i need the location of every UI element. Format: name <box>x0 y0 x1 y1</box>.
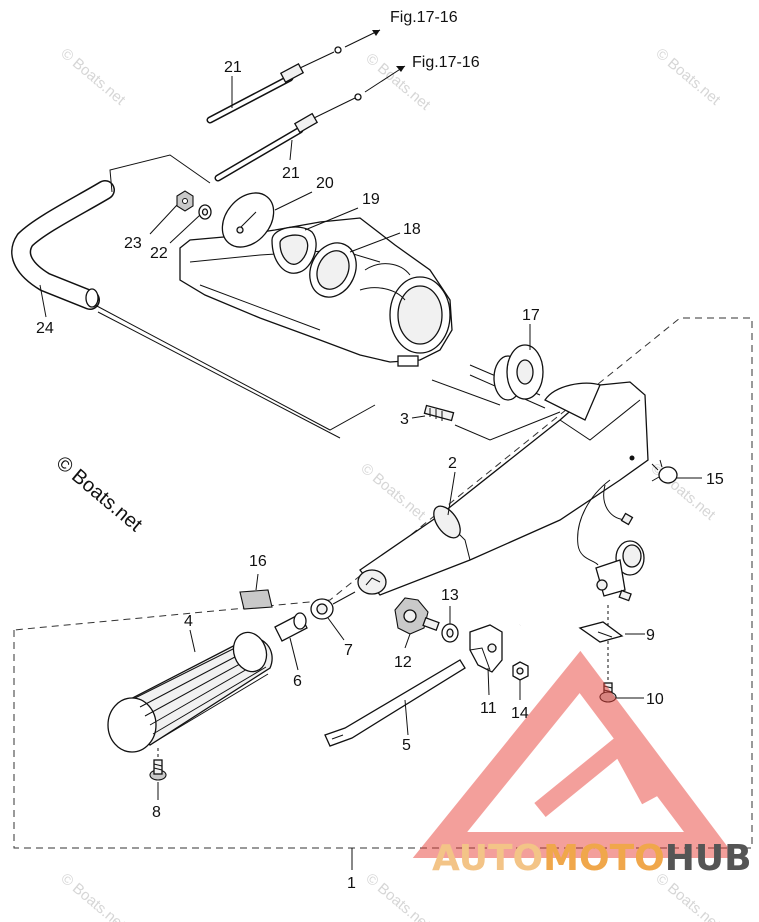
part-label-24: 24 <box>36 320 54 337</box>
part-label-17: 17 <box>522 307 540 324</box>
part-label-20: 20 <box>316 175 334 192</box>
rod-5 <box>324 659 466 747</box>
plate-20 <box>221 192 275 248</box>
part-label-9: 9 <box>646 627 655 644</box>
watermark-main: © Boats.net <box>52 452 147 536</box>
screw-8 <box>149 759 167 781</box>
clamp-11 <box>469 624 503 673</box>
part-label-16: 16 <box>249 553 267 570</box>
cable-21-upper <box>206 29 381 124</box>
nut-23 <box>176 190 194 212</box>
fig-ref-lower: Fig.17-16 <box>412 54 480 71</box>
part-label-22: 22 <box>150 245 168 262</box>
watermark-small: © Boats.net <box>57 45 129 109</box>
part-label-3: 3 <box>400 411 409 428</box>
friction-knob-12 <box>394 597 440 635</box>
grommet-19 <box>271 226 317 274</box>
part-label-18: 18 <box>403 221 421 238</box>
part-label-1: 1 <box>347 875 356 892</box>
stud-3 <box>423 404 455 422</box>
part-label-11: 11 <box>480 700 497 717</box>
cap-15 <box>651 459 678 484</box>
washer-13 <box>441 623 459 643</box>
part-label-21: 21 <box>282 165 300 182</box>
stop-switch <box>518 540 645 628</box>
nut-14 <box>512 661 529 681</box>
brand-text: AUTOMOTOHUB <box>432 838 752 879</box>
watermark-small: © Boats.net <box>652 45 724 109</box>
seal-18 <box>309 242 357 298</box>
part-label-23: 23 <box>124 235 142 252</box>
watermark-small: © Boats.net <box>357 460 429 524</box>
sleeve-6 <box>274 612 308 642</box>
part-label-10: 10 <box>646 691 664 708</box>
part-label-6: 6 <box>293 673 302 690</box>
washer-22 <box>198 204 212 220</box>
part-label-13: 13 <box>441 587 459 604</box>
leader-line <box>94 304 376 431</box>
part-label-19: 19 <box>362 191 380 208</box>
brand-logo <box>412 650 737 858</box>
part-labels: 21 21 20 19 18 23 22 24 17 3 2 15 16 4 1… <box>36 59 724 892</box>
leader-line <box>577 479 611 566</box>
label-plate-16 <box>239 589 273 610</box>
leader-line <box>109 154 211 193</box>
watermark-small: © Boats.net <box>362 870 434 922</box>
part-label-5: 5 <box>402 737 411 754</box>
leader-line <box>431 379 501 406</box>
brand-text-hub: HUB <box>665 838 752 879</box>
part-label-8: 8 <box>152 804 161 821</box>
throttle-grip-4 <box>107 631 273 753</box>
cable-21-lower <box>214 65 406 182</box>
part-label-12: 12 <box>394 654 412 671</box>
collar-7 <box>310 598 334 620</box>
assembly-boundary <box>13 317 753 849</box>
part-label-7: 7 <box>344 642 353 659</box>
part-label-4: 4 <box>184 613 193 630</box>
leader-line <box>97 311 341 439</box>
grommet-17 <box>469 344 546 409</box>
leader-line <box>454 411 561 441</box>
leader-line <box>332 591 356 605</box>
watermark-pattern: © Boats.net © Boats.net © Boats.net © Bo… <box>57 45 724 922</box>
part-label-14: 14 <box>511 705 529 722</box>
leader-lines <box>39 76 702 800</box>
watermark-small: © Boats.net <box>57 870 129 922</box>
tiller-arm-2 <box>357 381 649 596</box>
hose-24 <box>11 180 115 310</box>
part-label-15: 15 <box>706 471 724 488</box>
fig-ref-upper: Fig.17-16 <box>390 9 458 26</box>
brand-text-moto: MOTO <box>543 838 665 879</box>
part-label-21: 21 <box>224 59 242 76</box>
brand-text-auto: AUTO <box>432 838 543 879</box>
plate-9 <box>578 621 624 643</box>
part-label-2: 2 <box>448 455 457 472</box>
